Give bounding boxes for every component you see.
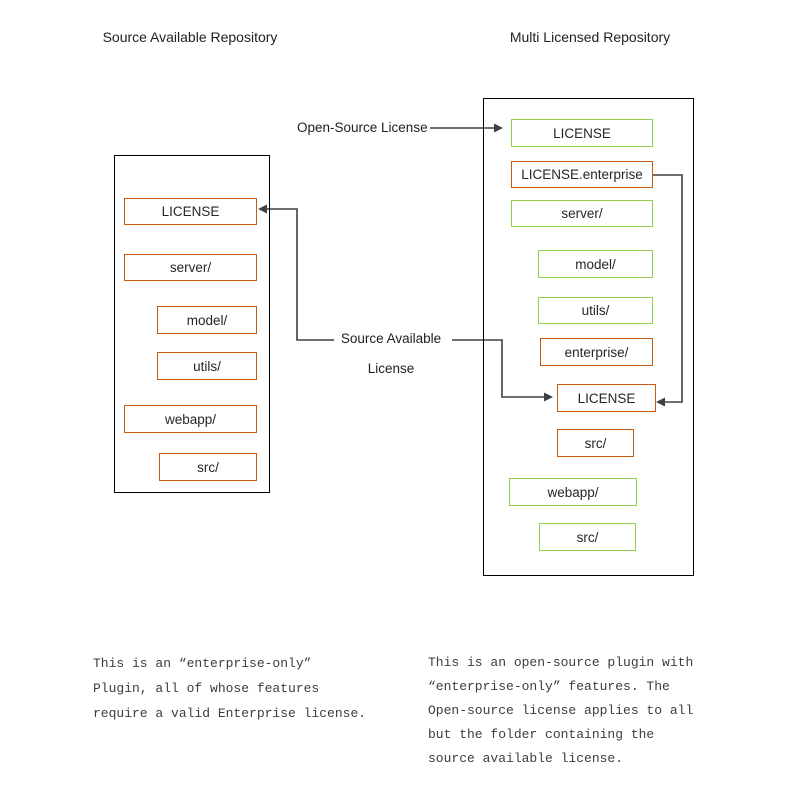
right-box-utils: utils/ [538, 297, 653, 324]
left-repo-title: Source Available Repository [102, 29, 278, 45]
right-repo-title: Multi Licensed Repository [509, 29, 671, 45]
right-note-line: “enterprise-only” features. The [428, 679, 670, 694]
right-box-license-enterprise: LICENSE.enterprise [511, 161, 653, 188]
right-box-src: src/ [539, 523, 636, 551]
right-note-line: This is an open-source plugin with [428, 655, 694, 670]
left-repo-box [114, 155, 270, 493]
left-note-line: require a valid Enterprise license. [93, 706, 367, 721]
left-box-webapp: webapp/ [124, 405, 257, 433]
left-box-model: model/ [157, 306, 257, 334]
right-box-inner-license: LICENSE [557, 384, 656, 412]
right-box-license-opensource: LICENSE [511, 119, 653, 147]
right-box-webapp: webapp/ [509, 478, 637, 506]
right-box-model: model/ [538, 250, 653, 278]
left-box-server: server/ [124, 254, 257, 281]
right-repo-box [483, 98, 694, 576]
left-box-license: LICENSE [124, 198, 257, 225]
source-available-license-label-line1: Source Available [340, 331, 442, 346]
right-note-line: Open-source license applies to all [428, 703, 694, 718]
right-box-inner-src: src/ [557, 429, 634, 457]
right-note-line: source available license. [428, 751, 624, 766]
left-repo-note: This is an “enterprise-only” Plugin, all… [93, 651, 366, 726]
open-source-license-label: Open-Source License [297, 120, 428, 135]
right-repo-note: This is an open-source plugin with “ente… [428, 651, 693, 771]
left-box-utils: utils/ [157, 352, 257, 380]
right-box-server: server/ [511, 200, 653, 227]
right-box-enterprise-folder: enterprise/ [540, 338, 653, 366]
left-note-line: This is an “enterprise-only” [93, 656, 312, 671]
left-note-line: Plugin, all of whose features [93, 681, 320, 696]
left-box-src: src/ [159, 453, 257, 481]
right-note-line: but the folder containing the [428, 727, 655, 742]
source-available-license-label-line2: License [367, 361, 415, 376]
source-available-license-label: Source Available License [331, 324, 451, 384]
